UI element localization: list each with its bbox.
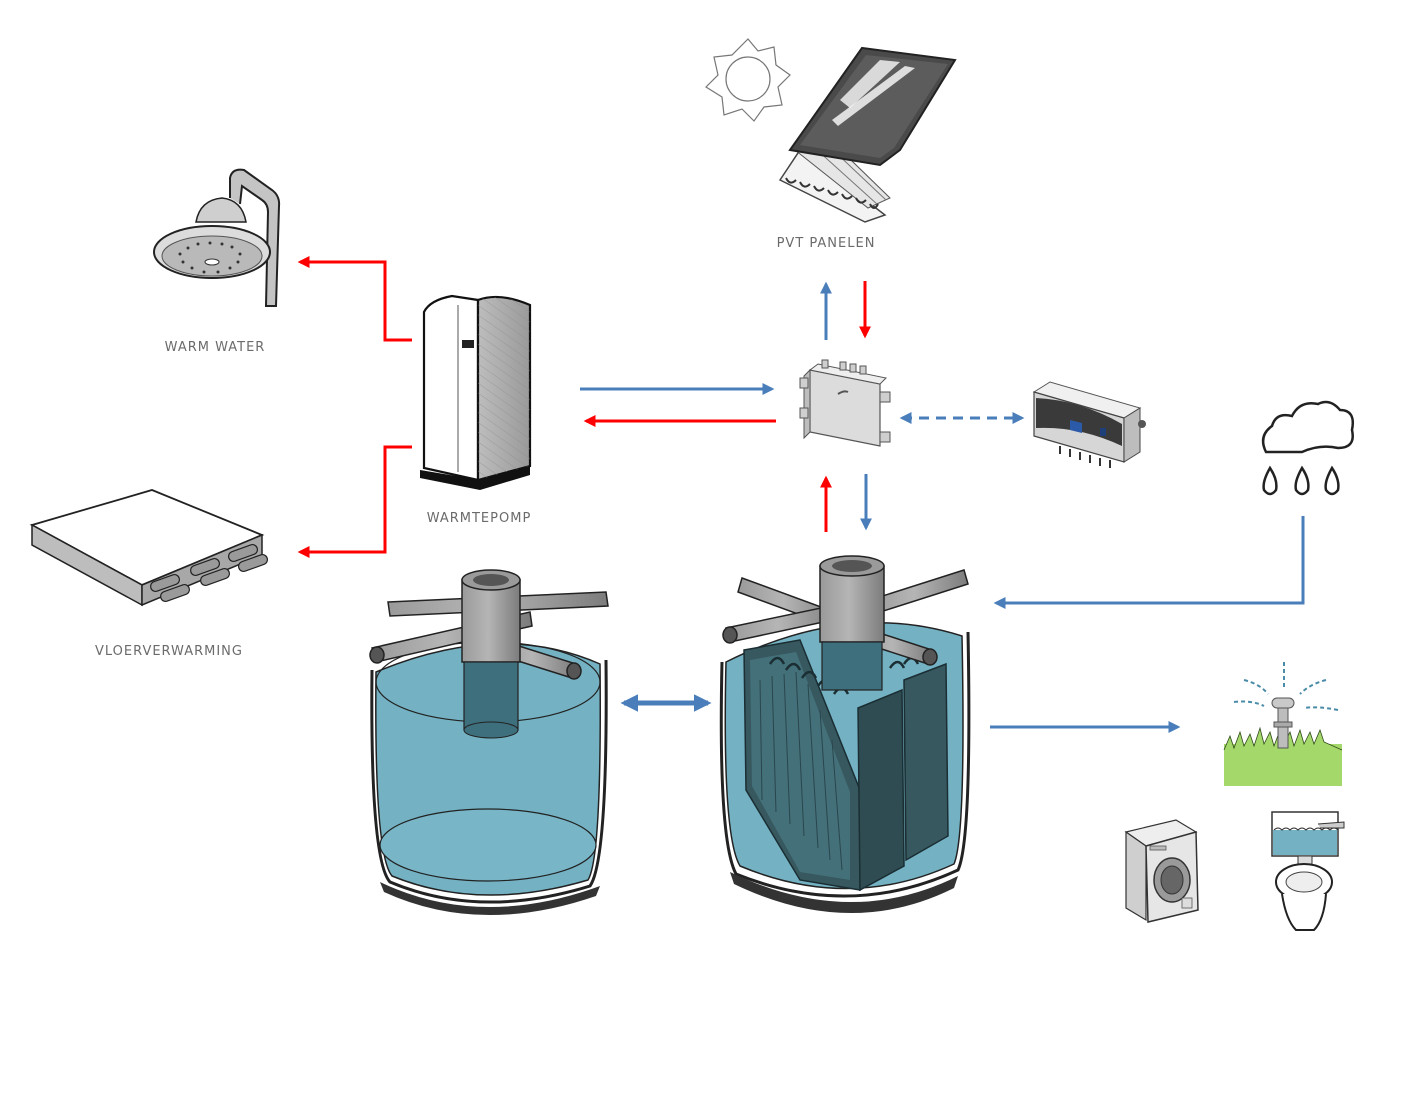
label-warm-water: WARM WATER: [164, 340, 266, 355]
arrow-heatpump-to-floorheating: [297, 445, 412, 558]
floor-heating-manifold-icon: [29, 489, 268, 607]
heat-pump-icon: [420, 294, 532, 490]
arrow-heatpump-to-shower: [297, 256, 412, 342]
rain-cloud-icon: [1261, 400, 1354, 496]
shower-icon: [153, 168, 281, 307]
sprinkler-icon: [1223, 662, 1343, 786]
arrows: [297, 256, 1305, 733]
label-warmtepomp: WARMTEPOMP: [426, 511, 532, 526]
sun-icon: [705, 38, 791, 122]
toilet-icon: [1271, 811, 1345, 931]
junction-box-icon: [799, 359, 891, 447]
arrow-rain-to-tank: [993, 516, 1305, 609]
controller-icon: [1032, 381, 1146, 468]
heat-exchanger-tank-icon: [719, 555, 971, 914]
label-pvt-panelen: PVT PANELEN: [776, 236, 876, 251]
solar-panel-icon: [778, 46, 957, 223]
water-tank-icon: [369, 569, 609, 916]
label-vloerverwarming: VLOERVERWARMING: [95, 644, 243, 659]
washing-machine-icon: [1124, 819, 1199, 923]
